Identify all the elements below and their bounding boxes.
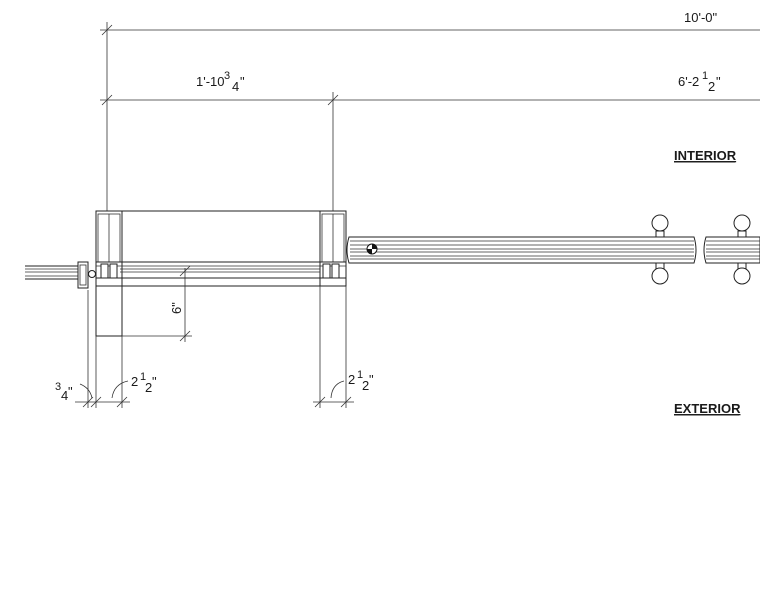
depth-dimension: 6" bbox=[122, 265, 192, 342]
left-glazing bbox=[25, 261, 96, 289]
svg-text:2: 2 bbox=[131, 374, 138, 389]
sliding-door-panel bbox=[346, 236, 697, 264]
right-two-half-dimension-text: 2 1 2 " bbox=[348, 369, 374, 393]
lock-symbol-icon bbox=[366, 243, 378, 255]
left-small-dimensions: 3 4 " 2 1 2 " bbox=[55, 290, 157, 408]
svg-text:": " bbox=[68, 384, 73, 399]
svg-text:4: 4 bbox=[232, 79, 239, 94]
svg-text:1'-10: 1'-10 bbox=[196, 74, 225, 89]
svg-text:": " bbox=[152, 374, 157, 389]
door-pull-handle-icon bbox=[733, 214, 751, 285]
interior-label: INTERIOR bbox=[674, 148, 737, 163]
left-span-dimension-text: 1'-10 3 4 " bbox=[196, 70, 245, 94]
svg-text:4: 4 bbox=[61, 388, 68, 403]
depth-dimension-text: 6" bbox=[169, 302, 184, 314]
svg-text:1: 1 bbox=[702, 70, 708, 82]
svg-text:2: 2 bbox=[348, 372, 355, 387]
exterior-label: EXTERIOR bbox=[674, 401, 741, 416]
svg-text:2: 2 bbox=[708, 79, 715, 94]
door-frame-section bbox=[95, 210, 347, 337]
span-dimension: 1'-10 3 4 " 6'-2 1 2 " bbox=[100, 70, 760, 215]
svg-text:3: 3 bbox=[224, 70, 230, 82]
svg-text:6'-2: 6'-2 bbox=[678, 74, 699, 89]
sliding-door-panel-2 bbox=[703, 236, 760, 264]
left-two-half-dimension-text: 2 1 2 " bbox=[131, 371, 157, 395]
svg-text:2: 2 bbox=[362, 378, 369, 393]
svg-text:": " bbox=[369, 372, 374, 387]
quarter-inch-dimension-text: 3 4 " bbox=[55, 381, 73, 403]
overall-dimension-text: 10'-0" bbox=[684, 10, 718, 25]
right-small-dimensions: 2 1 2 " bbox=[313, 286, 374, 408]
door-pull-handle-icon bbox=[651, 214, 669, 285]
svg-text:": " bbox=[240, 74, 245, 89]
svg-text:2: 2 bbox=[145, 380, 152, 395]
svg-text:3: 3 bbox=[55, 381, 61, 393]
svg-text:": " bbox=[716, 74, 721, 89]
svg-text:1: 1 bbox=[140, 371, 146, 383]
overall-dimension: 10'-0" bbox=[100, 10, 760, 215]
svg-text:1: 1 bbox=[357, 369, 363, 381]
right-span-dimension-text: 6'-2 1 2 " bbox=[678, 70, 721, 94]
